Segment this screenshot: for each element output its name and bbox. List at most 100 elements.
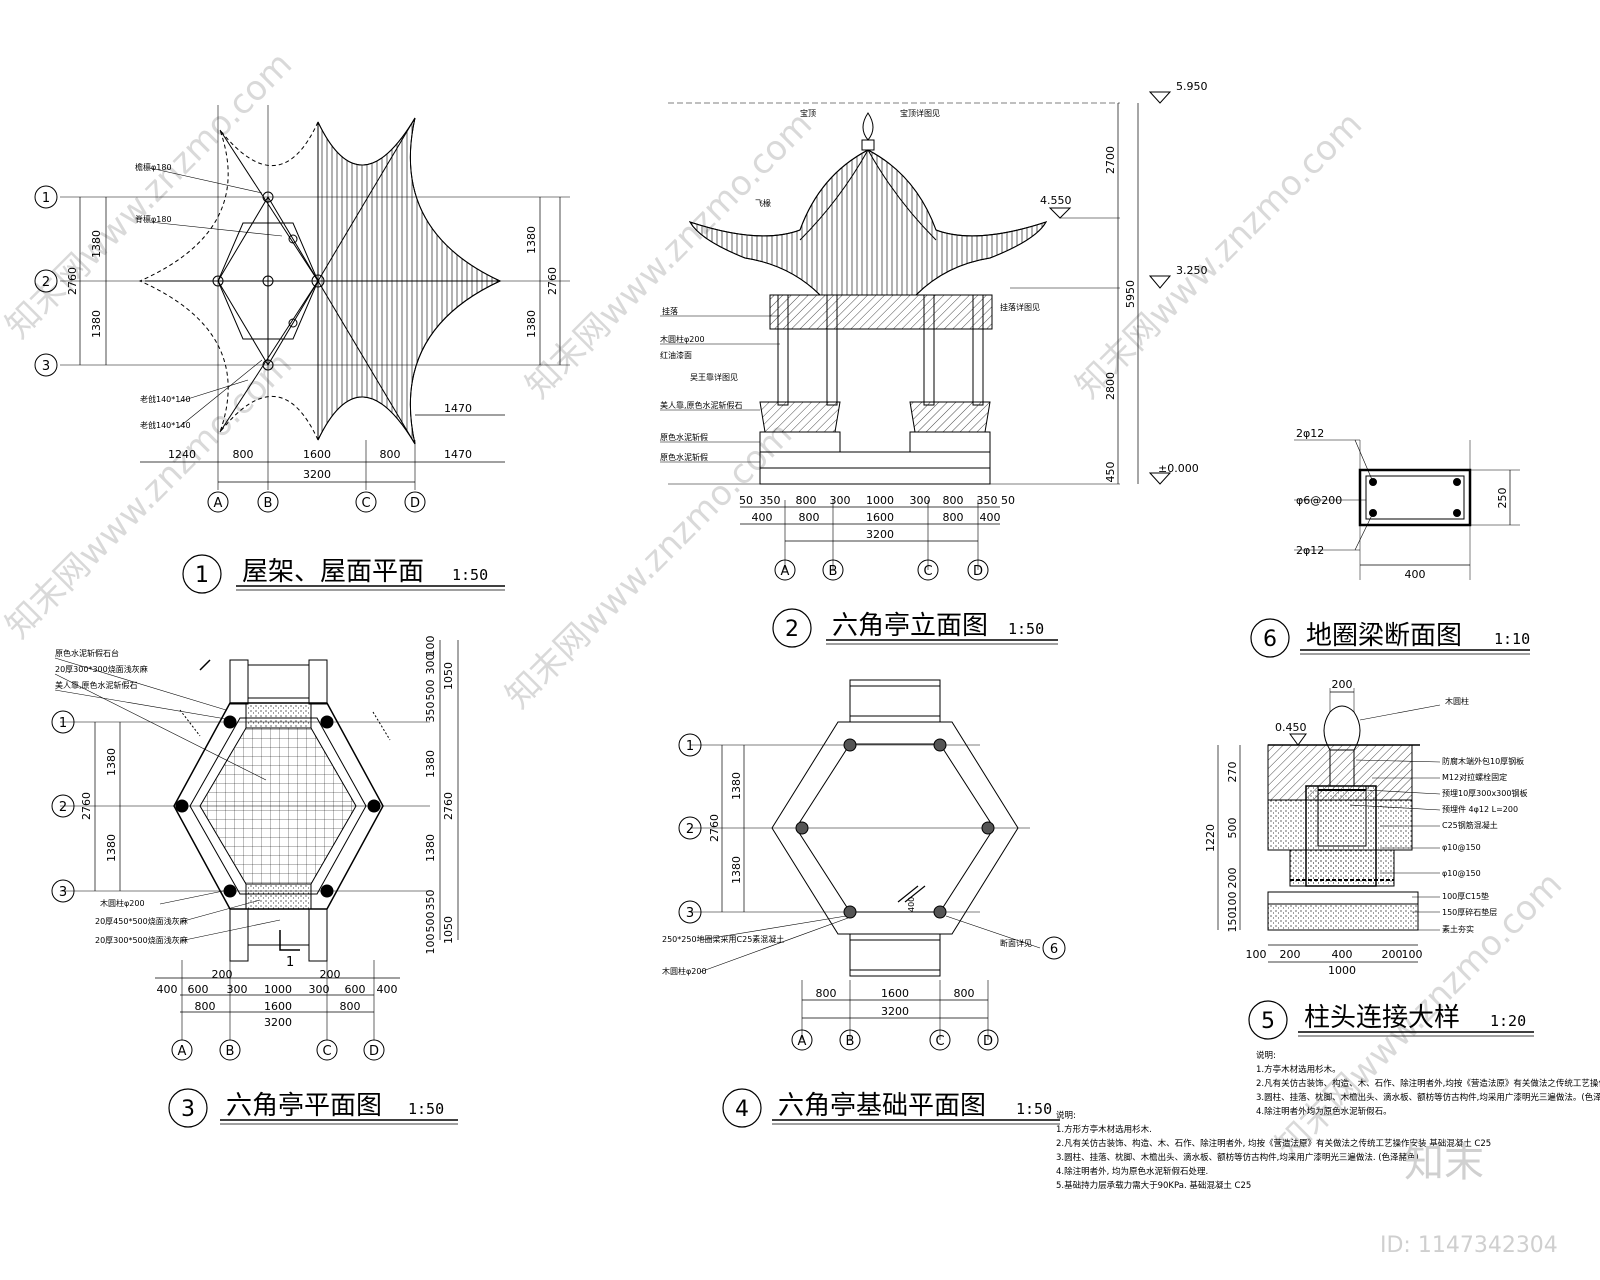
dim-bottom: 100 xyxy=(1246,948,1267,961)
dim-row1: 600 xyxy=(345,983,366,996)
axis-row-2: 2 xyxy=(686,822,694,837)
drawing-1-texts: 檐檩φ180 脊檩φ180 老戗140*140 老戗140*140 1380 1… xyxy=(66,162,559,481)
label-column: 木圆柱φ200 xyxy=(100,898,145,908)
image-id: ID: 1147342304 xyxy=(1380,1233,1558,1258)
axis-col-c: C xyxy=(935,1034,944,1049)
dim-bottom-2: 800 xyxy=(233,448,254,461)
dim-row1: 300 xyxy=(910,494,931,507)
drawing-title: 六角亭立面图 xyxy=(832,611,988,641)
dim-left-total: 2760 xyxy=(80,792,93,820)
footer: 知末 ID: 1147342304 xyxy=(1380,1140,1558,1258)
axis-row-1: 1 xyxy=(42,191,50,206)
drawing-2-axis-labels: A B C D xyxy=(774,559,989,581)
dim-right: 2760 xyxy=(442,792,455,820)
dim-row1: 300 xyxy=(309,983,330,996)
label-cushion: 100厚C15垫 xyxy=(1442,891,1489,901)
dim-left: 150 xyxy=(1226,912,1239,933)
dim-right: 500 xyxy=(424,680,437,701)
drawing-2-title: 2 六角亭立面图 1:50 xyxy=(772,608,1058,648)
drawing-5-column-detail xyxy=(1217,688,1441,963)
dim-row1: 1000 xyxy=(866,494,894,507)
dim-total: 3200 xyxy=(881,1005,909,1018)
dim-row2: 1600 xyxy=(866,511,894,524)
label-hip-rafter-2: 老戗140*140 xyxy=(140,420,191,430)
dim-height: 250 xyxy=(1496,488,1509,509)
drawing-6-title: 6 地圈梁断面图 1:10 xyxy=(1250,618,1530,658)
dim-bottom: 100 xyxy=(1402,948,1423,961)
label-stone-platform: 原色水泥斩假石台 xyxy=(55,648,119,658)
drawing-2-texts: 宝顶 宝顶详图见 飞椽 挂落 挂落详图见 木圆柱φ200 红油漆面 吴王靠详图见… xyxy=(660,80,1208,541)
dim-right: 1380 xyxy=(424,750,437,778)
drawing-scale: 1:20 xyxy=(1490,1012,1526,1030)
dim-right: 1050 xyxy=(442,662,455,690)
label-bolt: M12对拉螺栓固定 xyxy=(1442,772,1507,782)
note-item: 5.基础持力层承载力需大于90KPa. 基础混凝土 C25 xyxy=(1056,1180,1251,1191)
site-logo: 知末 xyxy=(1404,1140,1484,1186)
axis-col-a: A xyxy=(178,1044,187,1059)
label-ridge-purlin: 脊檩φ180 xyxy=(135,214,172,224)
dim-bottom-3: 1600 xyxy=(303,448,331,461)
axis-col-c: C xyxy=(322,1044,331,1059)
dim-right-2: 1380 xyxy=(525,310,538,338)
label-concrete: C25钢筋混凝土 xyxy=(1442,820,1498,830)
drawing-5-title: 5 柱头连接大样 1:20 xyxy=(1248,1000,1534,1040)
note-item: 1.方亭木材选用杉木。 xyxy=(1256,1064,1341,1075)
title-number: 6 xyxy=(1263,627,1277,652)
dim-row1: 800 xyxy=(796,494,817,507)
label-stirrups: φ6@200 xyxy=(1296,494,1342,507)
axis-row-1: 1 xyxy=(59,716,67,731)
drawing-1-axis-labels: 1 2 3 A B C D xyxy=(34,185,426,513)
label-gravel: 150厚碎石垫层 xyxy=(1442,907,1497,917)
title-number: 3 xyxy=(181,1097,195,1122)
dim-right: 100 xyxy=(424,636,437,657)
dim-row1: 1000 xyxy=(264,983,292,996)
label-seat: 美人靠,原色水泥斩假石 xyxy=(55,680,138,690)
watermark: 知末网www.znzmo.com xyxy=(0,344,300,646)
dim-right: 300 xyxy=(424,654,437,675)
watermarks: 知末网www.znzmo.com 知末网www.znzmo.com 知末网www… xyxy=(0,44,1570,1166)
label-embed: 预埋件 4φ12 L=200 xyxy=(1442,804,1518,814)
label-base-1: 原色水泥斩假 xyxy=(660,432,708,442)
notes-heading: 说明: xyxy=(1256,1050,1276,1061)
dim-row2: 400 xyxy=(980,511,1001,524)
dim-bottom-4: 800 xyxy=(380,448,401,461)
watermark: 知末网www.znzmo.com xyxy=(498,414,800,716)
label-soil: 素土夯实 xyxy=(1442,924,1474,934)
label-granite-450: 20厚450*500烧面浅灰麻 xyxy=(95,916,188,926)
label-hanging-screen: 挂落 xyxy=(662,306,678,316)
dim-right-total: 2760 xyxy=(546,267,559,295)
dim-left-1: 1380 xyxy=(90,230,103,258)
elevation-eave: 3.250 xyxy=(1176,264,1208,277)
dim-left-total: 2760 xyxy=(66,267,79,295)
axis-col-b: B xyxy=(846,1034,855,1049)
label-base-2: 原色水泥斩假 xyxy=(660,452,708,462)
dim-left-1: 1380 xyxy=(105,748,118,776)
dim-row2: 400 xyxy=(752,511,773,524)
dim-row1: 400 xyxy=(157,983,178,996)
note-item: 4.除注明者外, 均为原色水泥斩假石处理. xyxy=(1056,1166,1208,1177)
dim-bottom: 200 xyxy=(1382,948,1403,961)
label-finial: 宝顶 xyxy=(800,108,816,118)
label-plate: 预埋10厚300x300钢板 xyxy=(1442,788,1527,798)
dim-row1: 600 xyxy=(188,983,209,996)
title-number: 1 xyxy=(195,563,209,588)
notes-heading: 说明: xyxy=(1056,1110,1076,1121)
label-granite-300-500: 20厚300*500烧面浅灰麻 xyxy=(95,935,188,945)
drawing-3-plan xyxy=(54,640,459,1040)
label-ring-beam: 250*250地圈梁采用C25素混凝土 xyxy=(662,934,784,944)
dim-row1: 300 xyxy=(830,494,851,507)
dim-row1: 800 xyxy=(816,987,837,1000)
dim-right-extra: 1470 xyxy=(444,402,472,415)
note-item: 2.凡有关仿古装饰、构造、木、石作、除注明者外,均按《营造法原》有关做法之传统工… xyxy=(1256,1078,1600,1089)
dim-row1: 800 xyxy=(954,987,975,1000)
dim-row2: 800 xyxy=(195,1000,216,1013)
label-section-ref: 断面详见 xyxy=(1000,938,1032,948)
elevation-ridge: 4.550 xyxy=(1040,194,1072,207)
dim-row2: 1600 xyxy=(264,1000,292,1013)
drawing-scale: 1:50 xyxy=(408,1100,444,1118)
dim-right: 350 xyxy=(424,890,437,911)
drawing-3-axis-labels: 1 2 3 A B C D xyxy=(51,710,385,1061)
dim-column-width: 200 xyxy=(1332,678,1353,691)
label-flying-rafter: 飞椽 xyxy=(755,198,771,208)
